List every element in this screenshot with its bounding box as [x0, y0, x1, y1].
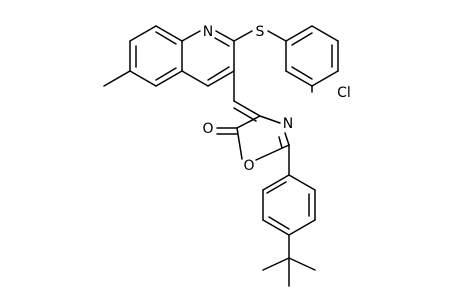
bond	[155, 70, 183, 87]
bond	[129, 25, 157, 42]
bond	[288, 174, 316, 191]
bond	[207, 70, 235, 87]
bond	[284, 132, 290, 146]
atom-label-o-carbonyl: O	[202, 121, 213, 137]
bond	[233, 100, 261, 117]
atom-label-cl: Cl	[337, 85, 351, 101]
bond	[267, 30, 287, 42]
bond	[215, 30, 235, 42]
bond	[233, 30, 253, 42]
bond	[181, 30, 201, 42]
bond	[129, 70, 157, 87]
bond	[236, 115, 261, 129]
bond	[288, 219, 316, 236]
bond	[236, 127, 243, 160]
bond-layer	[103, 25, 339, 287]
bond	[181, 70, 209, 87]
bond	[233, 107, 257, 122]
bond	[311, 25, 339, 42]
bond	[291, 32, 313, 46]
bond	[291, 66, 313, 80]
atom-label-o-ring: O	[243, 158, 254, 174]
bond	[288, 257, 316, 271]
bond	[285, 70, 313, 87]
bond	[103, 70, 131, 87]
bond	[268, 216, 290, 230]
bond	[278, 136, 283, 149]
bond	[155, 31, 177, 45]
bond	[255, 144, 290, 161]
atom-label-s-thioether: S	[256, 24, 265, 40]
bond	[155, 67, 177, 81]
bond	[155, 25, 183, 42]
atom-label-n-oxazolone: N	[283, 116, 293, 132]
atom-label-n-quinoline: N	[203, 24, 213, 40]
bond	[266, 181, 287, 194]
bond	[311, 70, 339, 87]
bond	[207, 66, 230, 81]
bond	[262, 219, 290, 236]
atom-label-layer: N S Cl O N O	[202, 24, 350, 174]
bond	[214, 37, 230, 47]
bond	[262, 174, 290, 191]
bond	[262, 257, 290, 271]
bond	[259, 115, 281, 124]
bond	[285, 25, 313, 42]
